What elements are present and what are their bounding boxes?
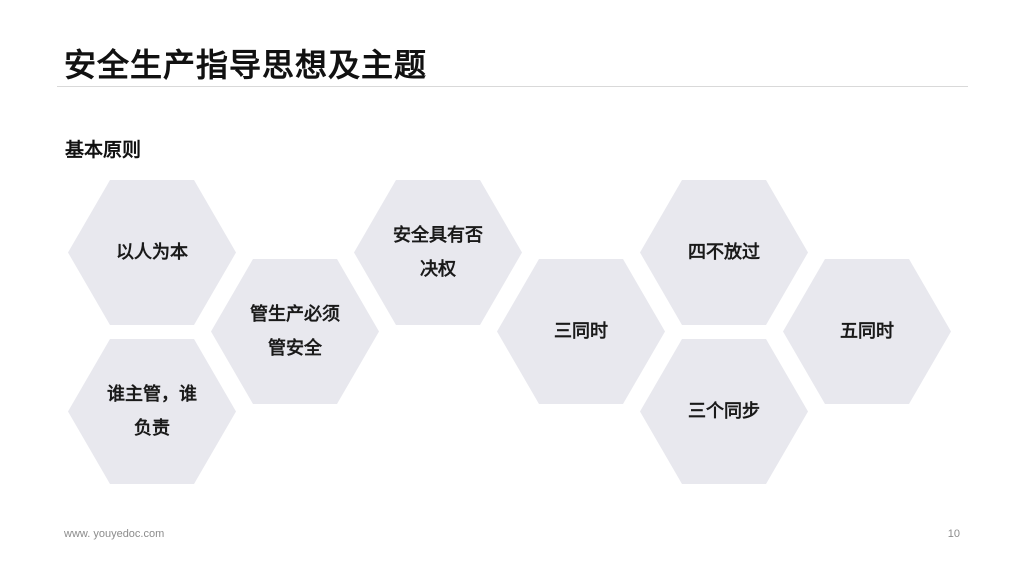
page-number: 10 — [947, 528, 960, 540]
hexagon-principle-7: 三个同步 — [640, 339, 808, 484]
principle-label: 以人为本 — [116, 241, 188, 263]
principle-label: 管生产必须管安全 — [250, 303, 340, 359]
principle-label: 四不放过 — [688, 241, 760, 263]
title-divider — [57, 86, 968, 87]
hexagon-principle-1: 以人为本 — [68, 180, 236, 325]
principle-label: 安全具有否决权 — [393, 224, 483, 280]
page-title: 安全生产指导思想及主题 — [64, 46, 428, 84]
hexagon-principle-6: 四不放过 — [640, 180, 808, 325]
hexagon-principle-2: 谁主管，谁负责 — [68, 339, 236, 484]
principle-label: 五同时 — [840, 320, 894, 342]
principle-label: 三个同步 — [688, 400, 760, 422]
footer-website: www. youyedoc.com — [64, 528, 165, 540]
hexagon-principle-5: 三同时 — [497, 259, 665, 404]
principle-label: 三同时 — [554, 320, 608, 342]
hexagon-principle-3: 管生产必须管安全 — [211, 259, 379, 404]
principle-label: 谁主管，谁负责 — [107, 383, 197, 439]
hexagon-principle-4: 安全具有否决权 — [354, 180, 522, 325]
section-subtitle: 基本原则 — [65, 139, 142, 161]
hexagon-principle-8: 五同时 — [783, 259, 951, 404]
